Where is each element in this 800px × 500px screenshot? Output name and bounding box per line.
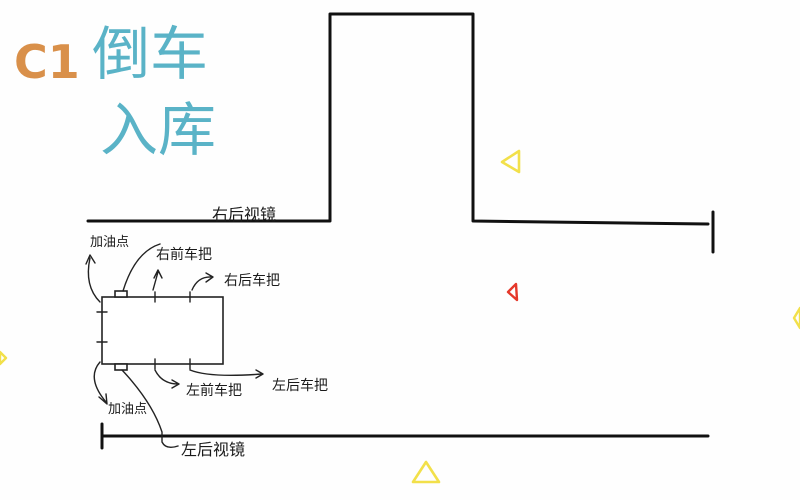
left-front-handle-label: 左前车把 xyxy=(186,382,242,399)
right-rear-handle-arrow xyxy=(191,272,214,291)
garage-triangle-marker xyxy=(500,149,521,174)
add-point-arrow-bottom xyxy=(93,361,108,405)
right-front-handle-label: 右前车把 xyxy=(156,246,212,263)
title-prefix: C1 xyxy=(14,35,80,89)
left-mirror-box xyxy=(114,363,128,371)
right-mirror-label: 右后视镜 xyxy=(212,205,276,224)
title-line2: 入库 xyxy=(100,96,216,164)
right-mirror-leader xyxy=(122,243,161,292)
bottom-triangle-marker xyxy=(411,460,441,484)
add-point-arrow-top xyxy=(85,254,101,303)
top-road-edge-with-garage xyxy=(86,12,710,226)
title-line1: 倒车 xyxy=(92,20,208,88)
car-body xyxy=(101,296,224,365)
add-point-label-top: 加油点 xyxy=(90,235,129,250)
left-mirror-leader xyxy=(121,369,179,449)
edge-right-marker xyxy=(792,306,800,330)
right-rear-handle-label: 右后车把 xyxy=(224,272,280,289)
add-point-label-bottom: 加油点 xyxy=(108,402,147,417)
left-rear-handle-arrow xyxy=(189,369,264,379)
left-mirror-label: 左后视镜 xyxy=(181,440,245,459)
left-rear-handle-label: 左后车把 xyxy=(272,377,328,394)
edge-left-marker xyxy=(0,350,8,366)
right-front-handle-arrow xyxy=(152,269,163,291)
right-mirror-box xyxy=(114,290,128,298)
start-triangle-marker xyxy=(506,282,519,302)
left-front-handle-arrow xyxy=(154,369,180,389)
